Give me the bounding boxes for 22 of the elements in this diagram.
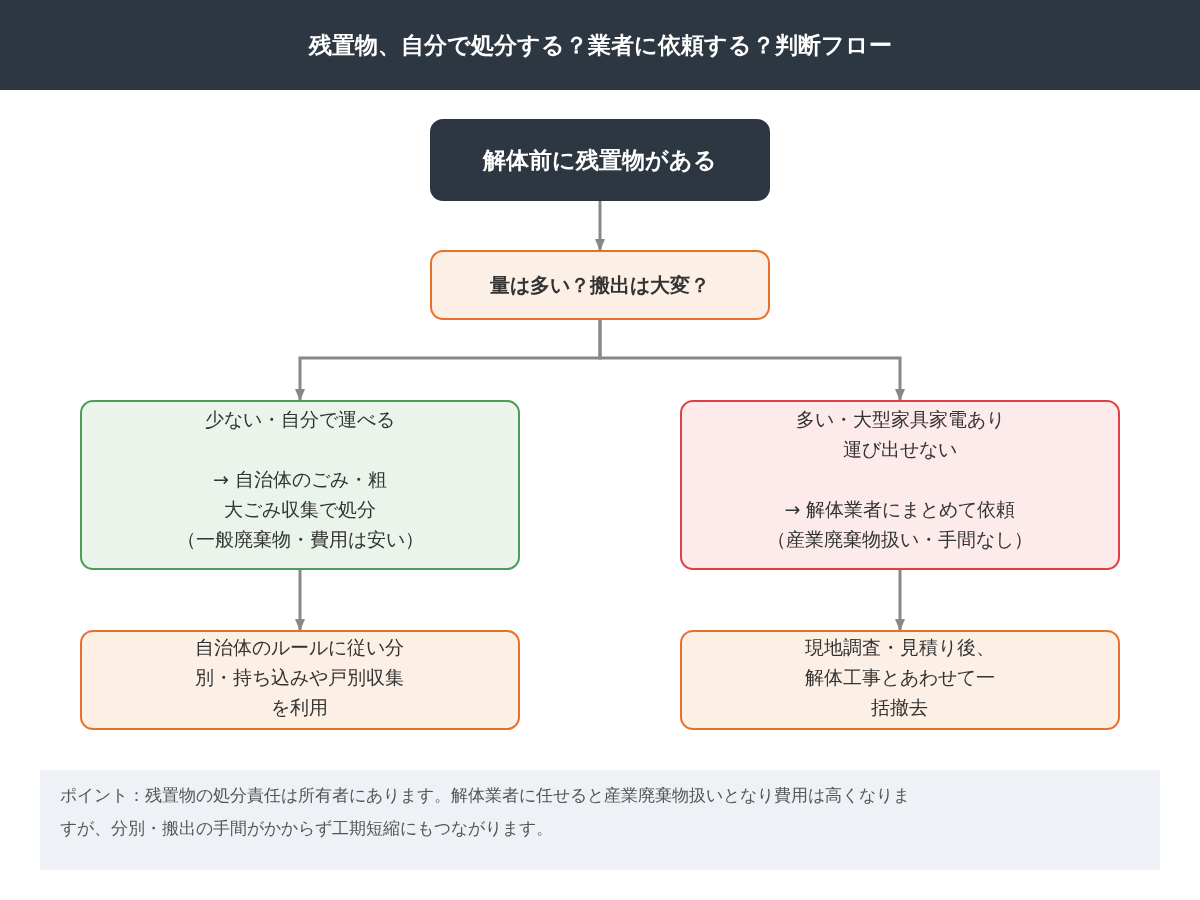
node-text: 量は多い？搬出は大変？ — [490, 272, 710, 299]
title: 残置物、自分で処分する？業者に依頼する？判断フロー — [308, 30, 892, 60]
node-text: → 解体業者にまとめて依頼 — [784, 497, 1016, 522]
arrow — [595, 201, 605, 251]
node-text: 少ない・自分で運べる — [205, 407, 395, 432]
arrow — [295, 570, 305, 631]
action-box — [80, 630, 520, 730]
node-text: （産業廃棄物扱い・手間なし） — [767, 527, 1033, 552]
option-box — [680, 400, 1120, 570]
arrow — [895, 570, 905, 631]
node-text: 自治体のルールに従い分別・持ち込みや戸別収集を利用 — [194, 635, 406, 720]
option-box — [80, 400, 520, 570]
node-text: → 自治体のごみ・粗大ごみ収集で処分 — [212, 467, 388, 522]
node-text: （一般廃棄物・費用は安い） — [176, 527, 424, 552]
note-text: ポイント：残置物の処分責任は所有者にあります。解体業者に任せると産業廃棄物扱いとなり費用は高くなりますが、分別・搬出の手間がかからず工期短縮にもつながります。 — [60, 784, 910, 840]
question-box — [430, 250, 770, 320]
node-text: 現地調査・見積り後、解体工事とあわせて一括撤去 — [804, 635, 996, 720]
node-text: 解体前に残置物がある — [483, 146, 717, 175]
node-text: 多い・大型家具家電あり運び出せない — [794, 407, 1006, 462]
start-box — [430, 119, 770, 201]
action-box — [680, 630, 1120, 730]
arrow — [598, 320, 905, 401]
